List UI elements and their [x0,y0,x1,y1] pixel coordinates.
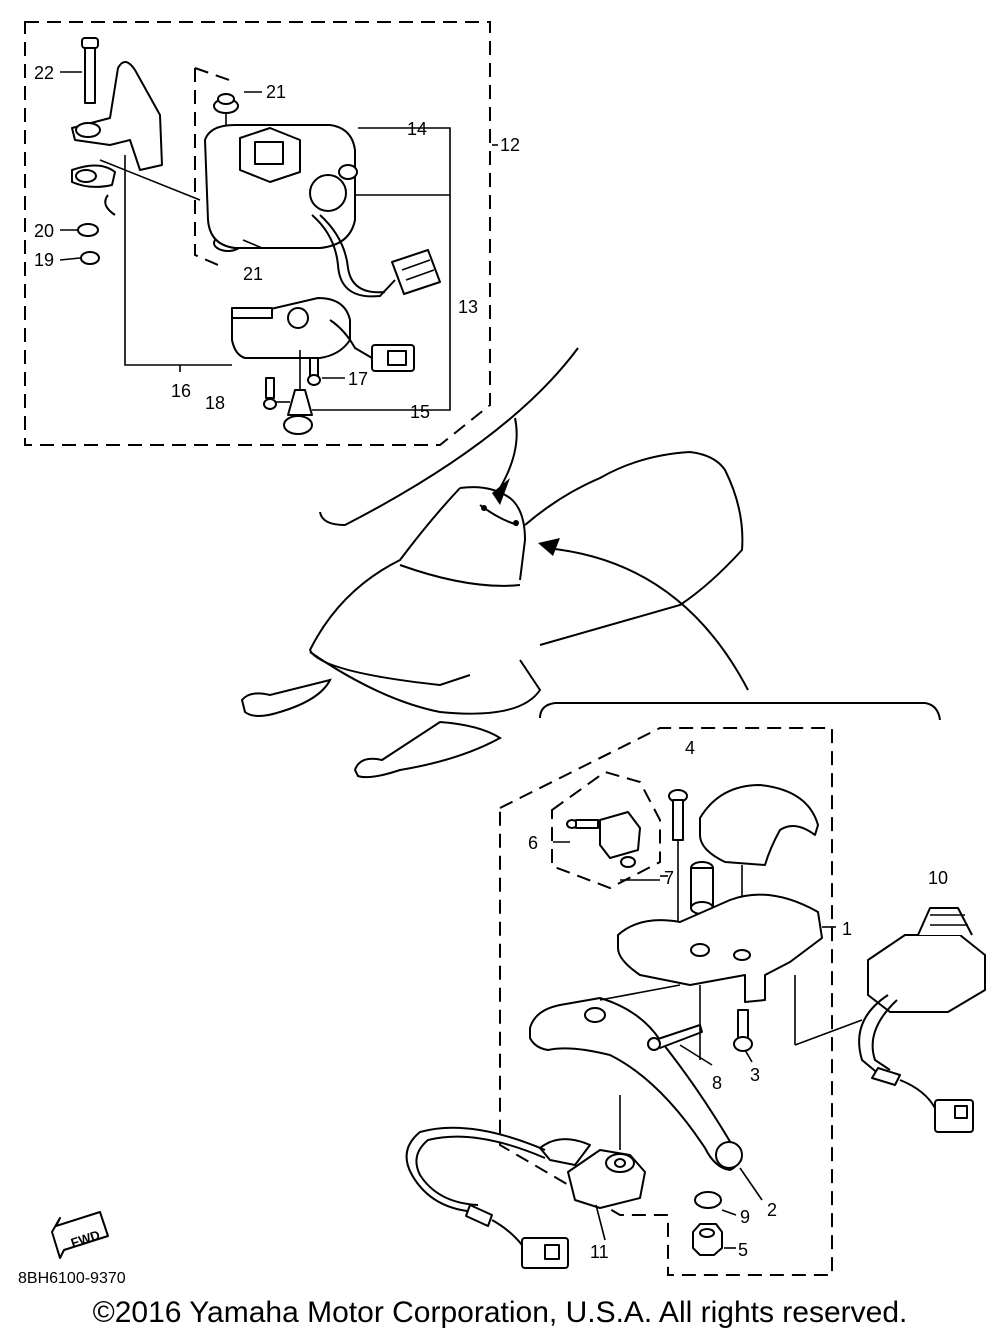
group-6-boundary [551,770,661,890]
nut-5 [692,1223,723,1256]
callout-2: 2 [767,1200,777,1220]
diagram-reference-code: 8BH6100-9370 [18,1270,126,1287]
detail-bracket-bottom [539,702,941,721]
switch-11-plug [521,1237,569,1269]
bolt-3 [733,1009,753,1052]
callout-20: 20 [34,221,54,241]
callout-18: 18 [205,393,225,413]
screw-8 [647,1024,703,1051]
connector-16 [371,344,415,372]
switch-housing-14 [204,124,358,249]
callout-5: 5 [738,1240,748,1260]
callout-9: 9 [740,1207,750,1227]
handlebar-bracket [71,61,163,216]
screw-18 [263,377,277,410]
screw-15 [283,389,313,435]
callout-19: 19 [34,250,54,270]
snowmobile-outline [240,347,941,779]
callout-7: 7 [664,868,674,888]
callout-21-top: 21 [266,82,286,102]
screw-17 [307,357,321,386]
connector-10 [867,907,986,1013]
copyright-notice: ©2016 Yamaha Motor Corporation, U.S.A. A… [92,1296,908,1329]
callout-10: 10 [928,868,948,888]
lower-housing-16 [231,297,351,359]
callout-14: 14 [407,119,427,139]
brake-lever-2 [529,997,743,1171]
bolt-4 [668,789,688,841]
callout-17: 17 [348,369,368,389]
callout-6: 6 [528,833,538,853]
callout-13: 13 [458,297,478,317]
callout-8: 8 [712,1073,722,1093]
callout-4: 4 [685,738,695,758]
callout-15: 15 [410,402,430,422]
fwd-arrow-icon: FWD [51,1211,109,1259]
upper-switch-group [24,21,498,446]
brake-switch-11 [539,1138,646,1209]
detail-bracket-top [319,347,579,527]
callout-3: 3 [750,1065,760,1085]
grommet-21-upper [213,93,239,114]
callout-21-bottom: 21 [243,264,263,284]
group-12-boundary [24,21,491,446]
connector-13 [391,249,441,295]
callout-11: 11 [590,1242,609,1262]
bolt-22 [81,37,99,104]
lock-washer-19 [80,251,100,265]
lever-bracket-1 [617,893,823,1003]
callout-1: 1 [842,919,852,939]
group-14-inner-boundary [194,67,236,269]
group-1-boundary [499,727,833,1276]
callout-12: 12 [500,135,520,155]
callout-22: 22 [34,63,54,83]
connector-10-plug [934,1099,974,1133]
lower-lever-group [405,727,986,1276]
switch-block-6 [599,811,641,859]
washer-20 [77,223,99,237]
callout-16: 16 [171,381,191,401]
collar-7 [690,861,714,915]
washer-9 [694,1191,722,1209]
harness-wire-13 [311,214,396,298]
lever-cover [699,784,819,866]
bolt-group-6 [566,819,599,829]
